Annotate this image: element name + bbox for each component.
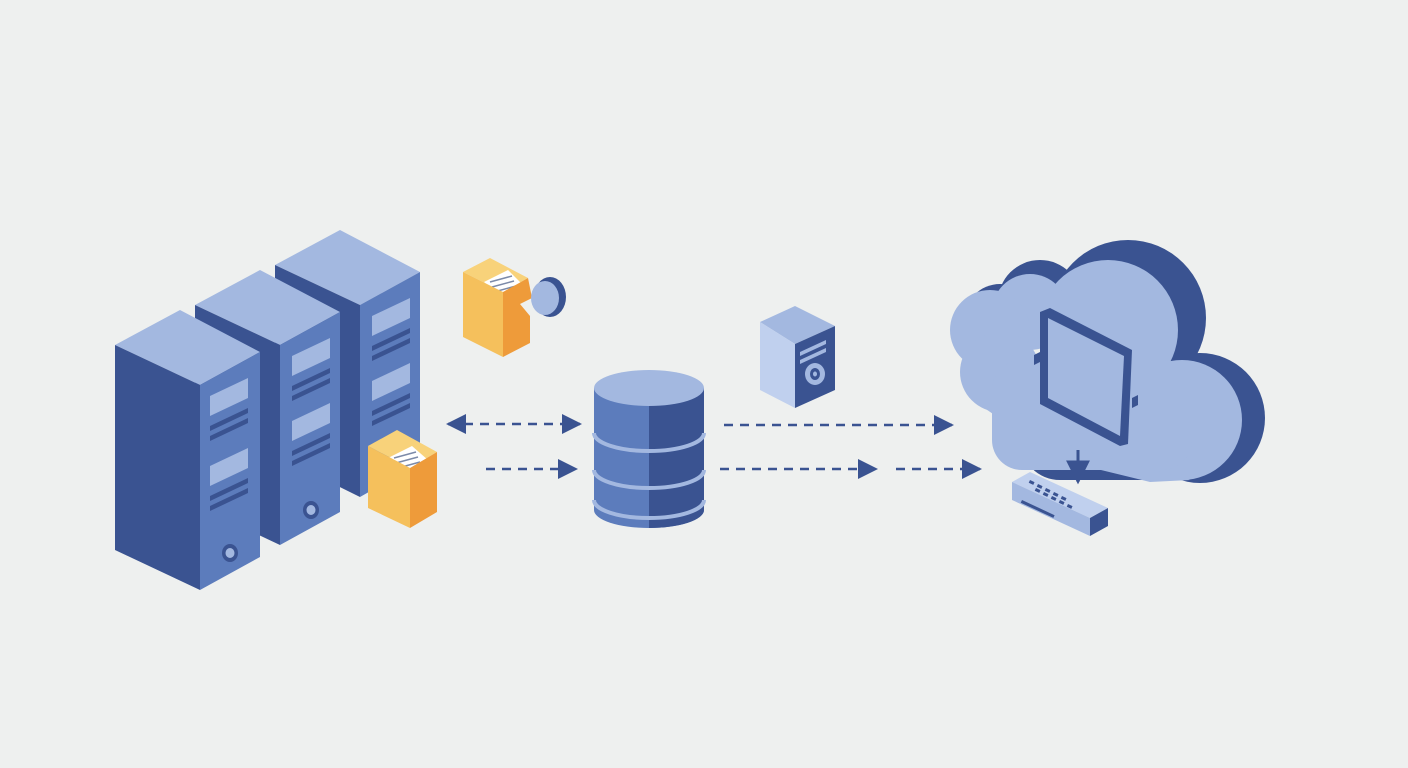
database-icon xyxy=(592,370,706,528)
storage-box-icon xyxy=(760,306,835,408)
server-rack-icon xyxy=(115,310,260,590)
connectors xyxy=(446,414,1090,485)
disc-icon xyxy=(531,277,566,317)
monitor-icon xyxy=(1034,308,1138,446)
router-icon xyxy=(1012,472,1108,536)
file-folder-icon xyxy=(463,258,532,357)
file-folder-icon xyxy=(368,430,437,528)
